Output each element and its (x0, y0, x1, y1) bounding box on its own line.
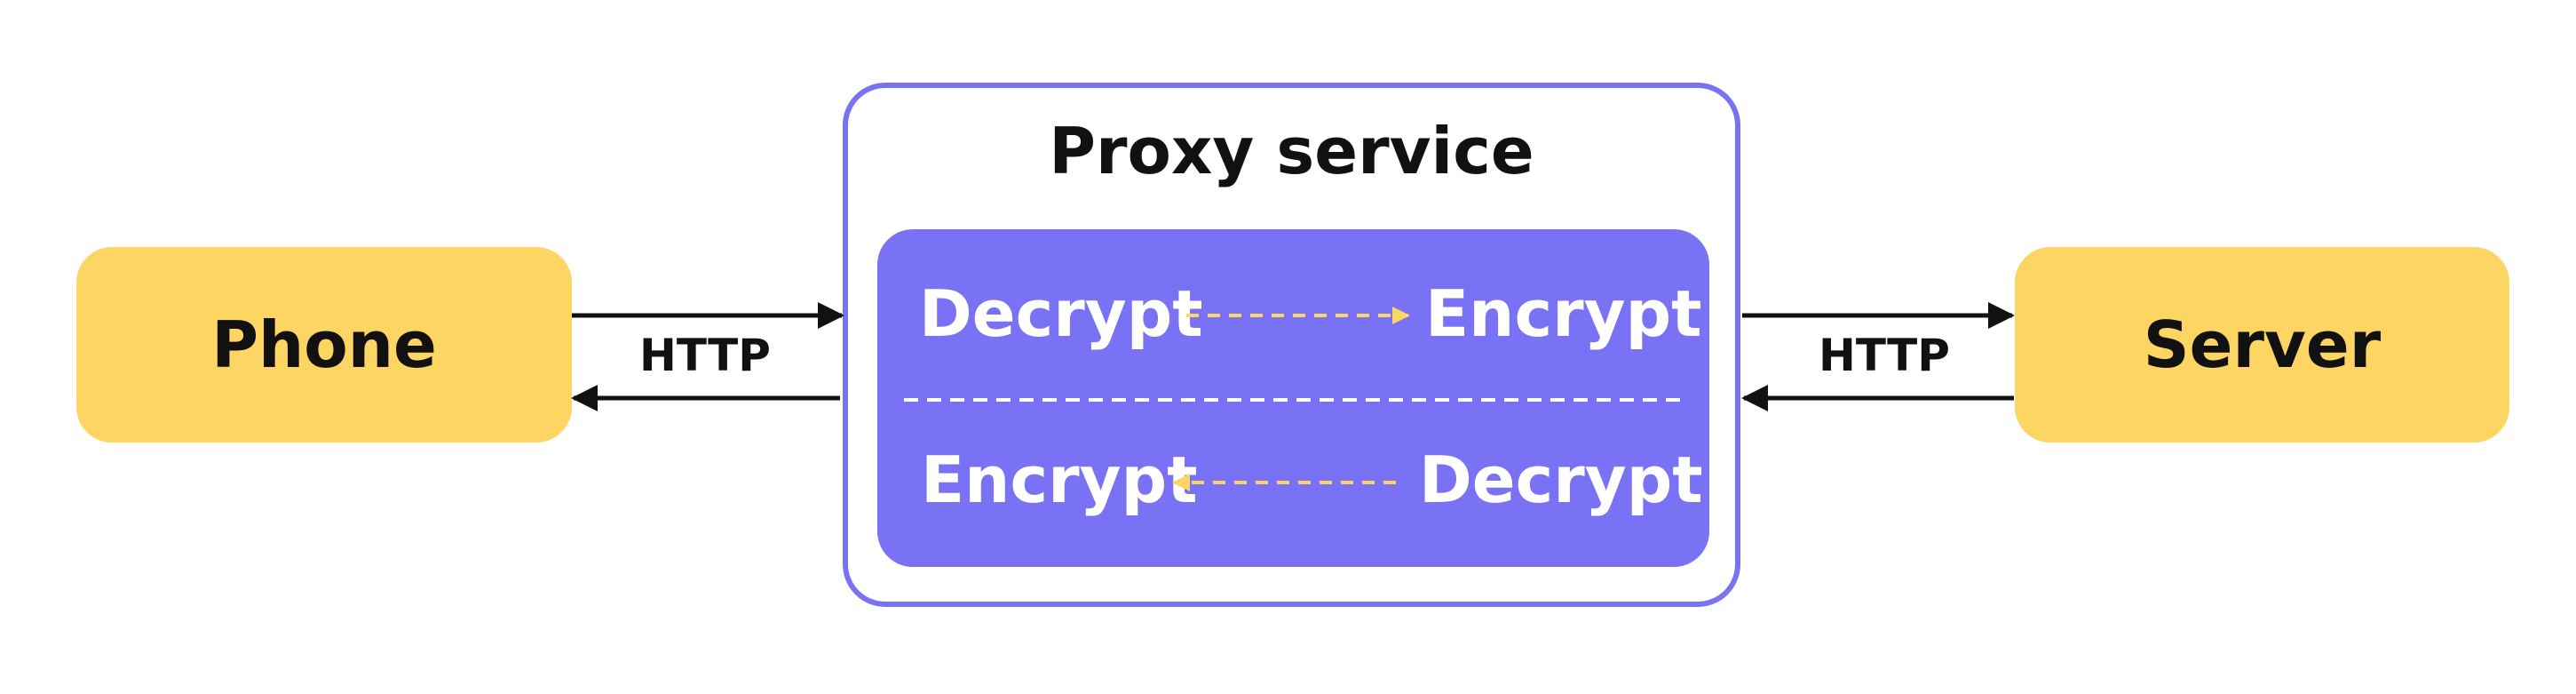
http-label-left: HTTP (639, 330, 771, 381)
encrypt-label-bottom: Encrypt (921, 443, 1198, 517)
proxy-service-title: Proxy service (1049, 114, 1534, 188)
phone-label: Phone (211, 307, 437, 382)
decrypt-label-bottom: Decrypt (1419, 443, 1703, 517)
decrypt-label-top: Decrypt (919, 276, 1203, 351)
phone-node: Phone (76, 247, 572, 443)
server-label: Server (2143, 307, 2382, 382)
encrypt-label-top: Encrypt (1425, 276, 1702, 351)
http-label-right: HTTP (1819, 330, 1950, 381)
server-node: Server (2015, 247, 2509, 443)
